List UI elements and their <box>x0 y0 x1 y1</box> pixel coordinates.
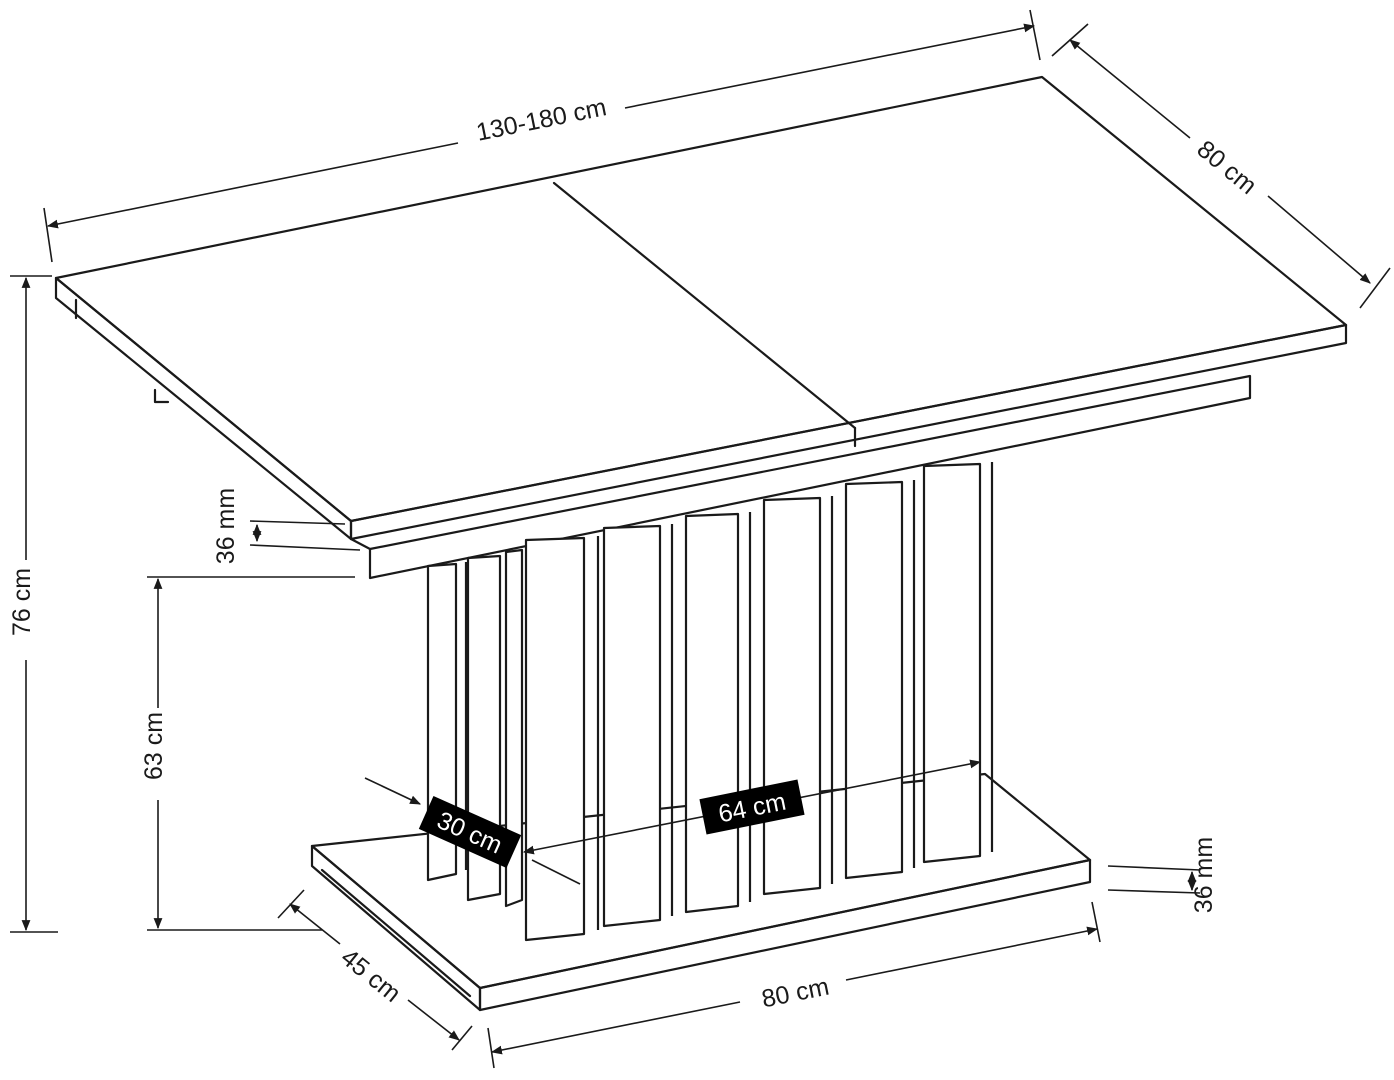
label-total-height: 76 cm <box>8 568 36 636</box>
pedestal-slat <box>762 496 822 896</box>
pedestal-slat <box>684 512 740 914</box>
pedestal-slat <box>602 524 662 928</box>
dim-base-thickness: 36 mm <box>1107 837 1218 913</box>
pedestal-slat <box>922 462 982 864</box>
dim-pedestal-height: 63 cm <box>140 576 355 931</box>
table-top <box>54 75 1348 580</box>
table-top-surface <box>54 75 1348 523</box>
table-top-front-edge <box>349 323 1348 541</box>
pedestal-slat <box>504 548 524 908</box>
label-top-length: 130-180 cm <box>474 93 609 147</box>
label-base-thickness: 36 mm <box>1190 837 1218 913</box>
label-base-depth: 45 cm <box>335 943 406 1008</box>
dim-top-depth: 80 cm <box>1051 23 1391 309</box>
pedestal-slat <box>524 536 586 942</box>
hidden-rail-end <box>153 388 170 404</box>
table-top-left-edge <box>54 276 353 541</box>
label-box-column-width <box>699 779 805 835</box>
pedestal-slat <box>844 480 904 880</box>
dim-top-thickness: 36 mm <box>212 488 361 564</box>
base-inner-edge <box>320 868 472 998</box>
label-top-thickness: 36 mm <box>212 488 240 564</box>
label-pedestal-height: 63 cm <box>140 712 168 780</box>
label-top-depth: 80 cm <box>1192 135 1262 200</box>
dim-total-height: 76 cm <box>8 275 58 933</box>
table-apron <box>368 374 1252 580</box>
extension-seam <box>552 181 857 430</box>
pedestal-slat <box>466 554 502 902</box>
label-box-column-depth <box>418 796 522 868</box>
dim-column-width: 64 cm <box>522 759 982 855</box>
dim-top-length: 130-180 cm <box>43 9 1041 263</box>
base-plate-front <box>478 858 1092 1012</box>
label-base-width: 80 cm <box>759 973 831 1014</box>
apron-joint <box>349 537 372 551</box>
pedestal-slats <box>426 462 994 942</box>
